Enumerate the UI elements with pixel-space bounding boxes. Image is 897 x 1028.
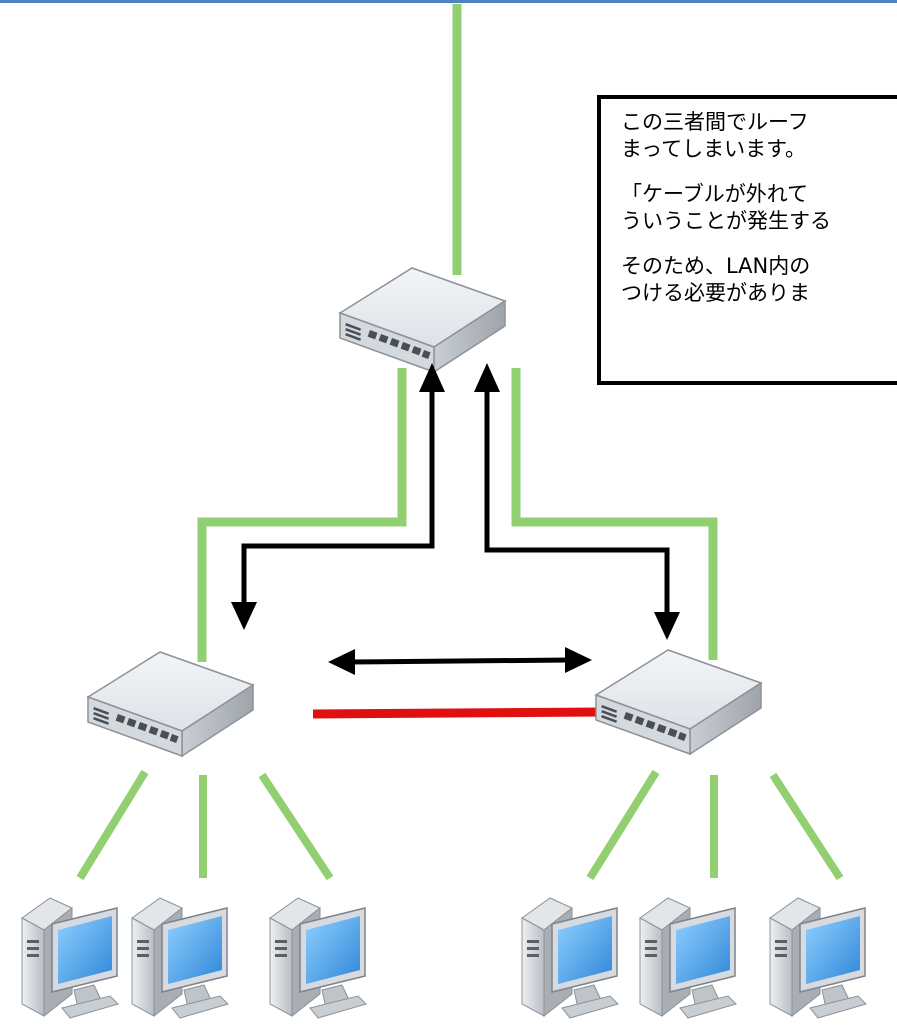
note-paragraph-2: 「ケーブルが外れて ういうことが発生する [621, 182, 831, 233]
arrow-top-to-right [484, 372, 670, 612]
loop-cable [312, 707, 604, 719]
desktop-computer-icon [131, 897, 229, 1019]
network-switch-icon [595, 649, 762, 755]
desktop-computer-icon [521, 897, 619, 1019]
cable-top-to-right-switch [511, 368, 718, 660]
arrow-left-right [349, 657, 571, 665]
desktop-computer-icon [21, 897, 119, 1019]
note-paragraph-3: そのため、LAN内の つける必要がありま [621, 254, 811, 305]
note-paragraph-1: この三者間でルーフ まってしまいます。 [621, 110, 809, 161]
network-switch-icon [87, 651, 254, 757]
desktop-computer-icon [269, 897, 367, 1019]
arrow-heads [231, 363, 680, 675]
arrow-top-to-left [241, 372, 435, 602]
desktop-computer-icon [639, 897, 737, 1019]
cable-top-to-left-switch [197, 368, 407, 662]
loop-arrows [241, 372, 670, 665]
network-switch-icon [339, 267, 506, 373]
pc-cables [76, 769, 844, 881]
explanation-note: この三者間でルーフ まってしまいます。 「ケーブルが外れて ういうことが発生する… [597, 95, 897, 385]
desktop-computer-icon [769, 897, 867, 1019]
